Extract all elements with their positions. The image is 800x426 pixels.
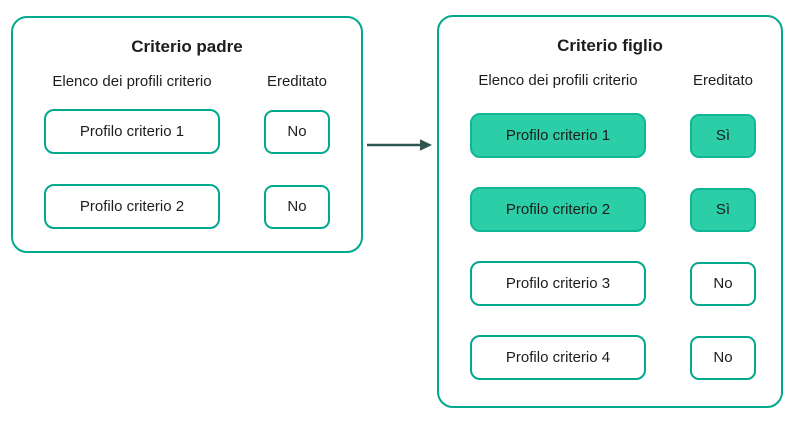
profile-row: Profilo criterio 2 Sì [439, 187, 781, 232]
profile-box: Profilo criterio 1 [470, 113, 646, 158]
parent-policy-panel: Criterio padre Elenco dei profili criter… [11, 16, 363, 253]
parent-profiles-list-header: Elenco dei profili criterio [52, 73, 212, 90]
profile-row: Profilo criterio 2 No [13, 184, 361, 229]
inherited-badge: No [264, 109, 330, 154]
profile-box: Profilo criterio 2 [470, 187, 646, 232]
inherited-badge: Sì [690, 187, 756, 232]
profile-row: Profilo criterio 1 No [13, 109, 361, 154]
profile-box: Profilo criterio 3 [470, 261, 646, 306]
inheritance-arrow [366, 138, 434, 152]
profile-row: Profilo criterio 1 Sì [439, 113, 781, 158]
inherited-badge: No [264, 184, 330, 229]
parent-column-headers: Elenco dei profili criterio Ereditato [13, 74, 361, 90]
child-column-headers: Elenco dei profili criterio Ereditato [439, 73, 781, 89]
profile-box: Profilo criterio 4 [470, 335, 646, 380]
right-arrow-icon [367, 139, 432, 151]
inherited-badge: No [690, 261, 756, 306]
profile-box: Profilo criterio 1 [44, 109, 220, 154]
profile-row: Profilo criterio 4 No [439, 335, 781, 380]
inherited-badge: No [690, 335, 756, 380]
child-inherited-header: Ereditato [692, 72, 754, 89]
inherited-badge: Sì [690, 113, 756, 158]
profile-box: Profilo criterio 2 [44, 184, 220, 229]
child-profiles-list-header: Elenco dei profili criterio [478, 72, 638, 89]
parent-inherited-header: Ereditato [266, 73, 328, 90]
child-policy-panel: Criterio figlio Elenco dei profili crite… [437, 15, 783, 408]
child-panel-title: Criterio figlio [557, 36, 663, 55]
parent-panel-title: Criterio padre [131, 37, 243, 56]
profile-row: Profilo criterio 3 No [439, 261, 781, 306]
